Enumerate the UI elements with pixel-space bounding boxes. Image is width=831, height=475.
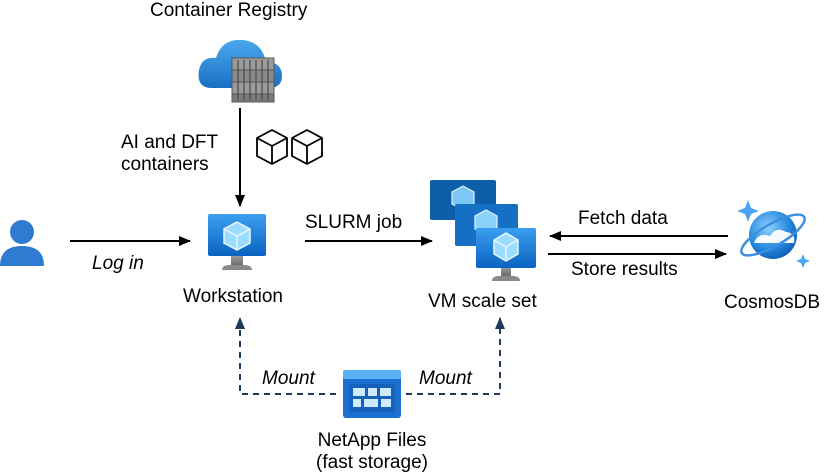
netapp-label-line2: (fast storage) xyxy=(316,452,428,473)
mount-left-arrow xyxy=(235,317,336,395)
netapp-files-icon xyxy=(343,370,401,418)
store-label: Store results xyxy=(571,259,678,280)
registry-label: Container Registry xyxy=(150,0,308,21)
vm-scale-set-icon xyxy=(430,180,536,281)
netapp-label-line1: NetApp Files xyxy=(317,430,427,451)
workstation-label: Workstation xyxy=(183,286,283,307)
fetch-label: Fetch data xyxy=(578,208,668,229)
mount-right-arrow xyxy=(406,317,505,395)
user-icon xyxy=(0,220,44,266)
login-label: Log in xyxy=(92,253,144,274)
cosmos-label: CosmosDB xyxy=(724,292,821,313)
container-registry-icon xyxy=(198,39,282,103)
mount-right-label: Mount xyxy=(419,368,472,389)
cosmosdb-icon xyxy=(737,200,810,268)
container-cubes-icon xyxy=(256,129,323,165)
mount-left-label: Mount xyxy=(262,368,315,389)
slurm-label: SLURM job xyxy=(305,212,403,233)
vmss-label: VM scale set xyxy=(428,291,537,312)
containers-label-line2: containers xyxy=(121,154,209,175)
containers-label-line1: AI and DFT xyxy=(121,132,219,153)
virtual-machine-icon xyxy=(208,214,266,270)
